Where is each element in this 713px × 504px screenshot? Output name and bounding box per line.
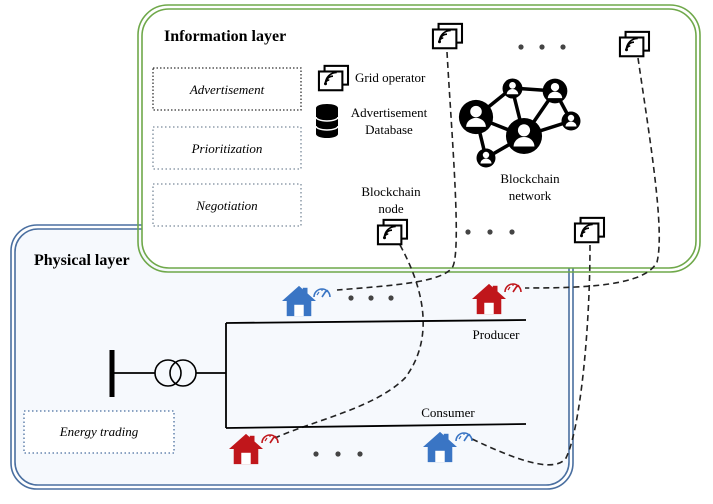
- blockchain-node-label-line2: node: [378, 201, 404, 216]
- blockchain-network-label-line2: network: [509, 188, 552, 203]
- link-right-node-to-producer-house: [524, 57, 661, 289]
- prioritization-box-label: Prioritization: [191, 141, 263, 156]
- blockchain-network-label-line1: Blockchain: [500, 171, 560, 186]
- link-top-node-to-producer-house: [336, 51, 458, 291]
- power-grid: [109, 319, 527, 429]
- process-boxes: Advertisement Prioritization Negotiation: [152, 67, 302, 227]
- advertisement-box-label: Advertisement: [189, 82, 265, 97]
- negotiation-box-label: Negotiation: [195, 198, 257, 213]
- link-lower-node-to-consumer-house: [469, 244, 591, 466]
- energy-trading-label: Energy trading: [59, 424, 139, 439]
- producer-label: Producer: [473, 327, 521, 342]
- information-layer-outer-border: [137, 4, 701, 273]
- producer-feeder: [225, 319, 527, 324]
- energy-trading-box: [23, 410, 175, 454]
- advertisement-box: [152, 67, 302, 111]
- blockchain-node-label-line1: Blockchain: [361, 184, 421, 199]
- communication-links: [274, 51, 661, 466]
- database-icon: [315, 104, 339, 138]
- consumer-label: Consumer: [421, 405, 475, 420]
- database-label-line2: Database: [365, 122, 413, 137]
- database-label-line1: Advertisement: [351, 105, 428, 120]
- grid-operator-label: Grid operator: [355, 70, 426, 85]
- physical-layer-title: Physical layer: [34, 252, 130, 269]
- information-layer-title: Information layer: [164, 28, 286, 45]
- consumer-feeder: [225, 423, 527, 429]
- blockchain-network-icon: [458, 78, 581, 168]
- ellipsis-dots: [313, 44, 566, 457]
- negotiation-box: [152, 183, 302, 227]
- link-center-node-to-consumer-house: [274, 244, 424, 439]
- prioritization-box: [152, 126, 302, 170]
